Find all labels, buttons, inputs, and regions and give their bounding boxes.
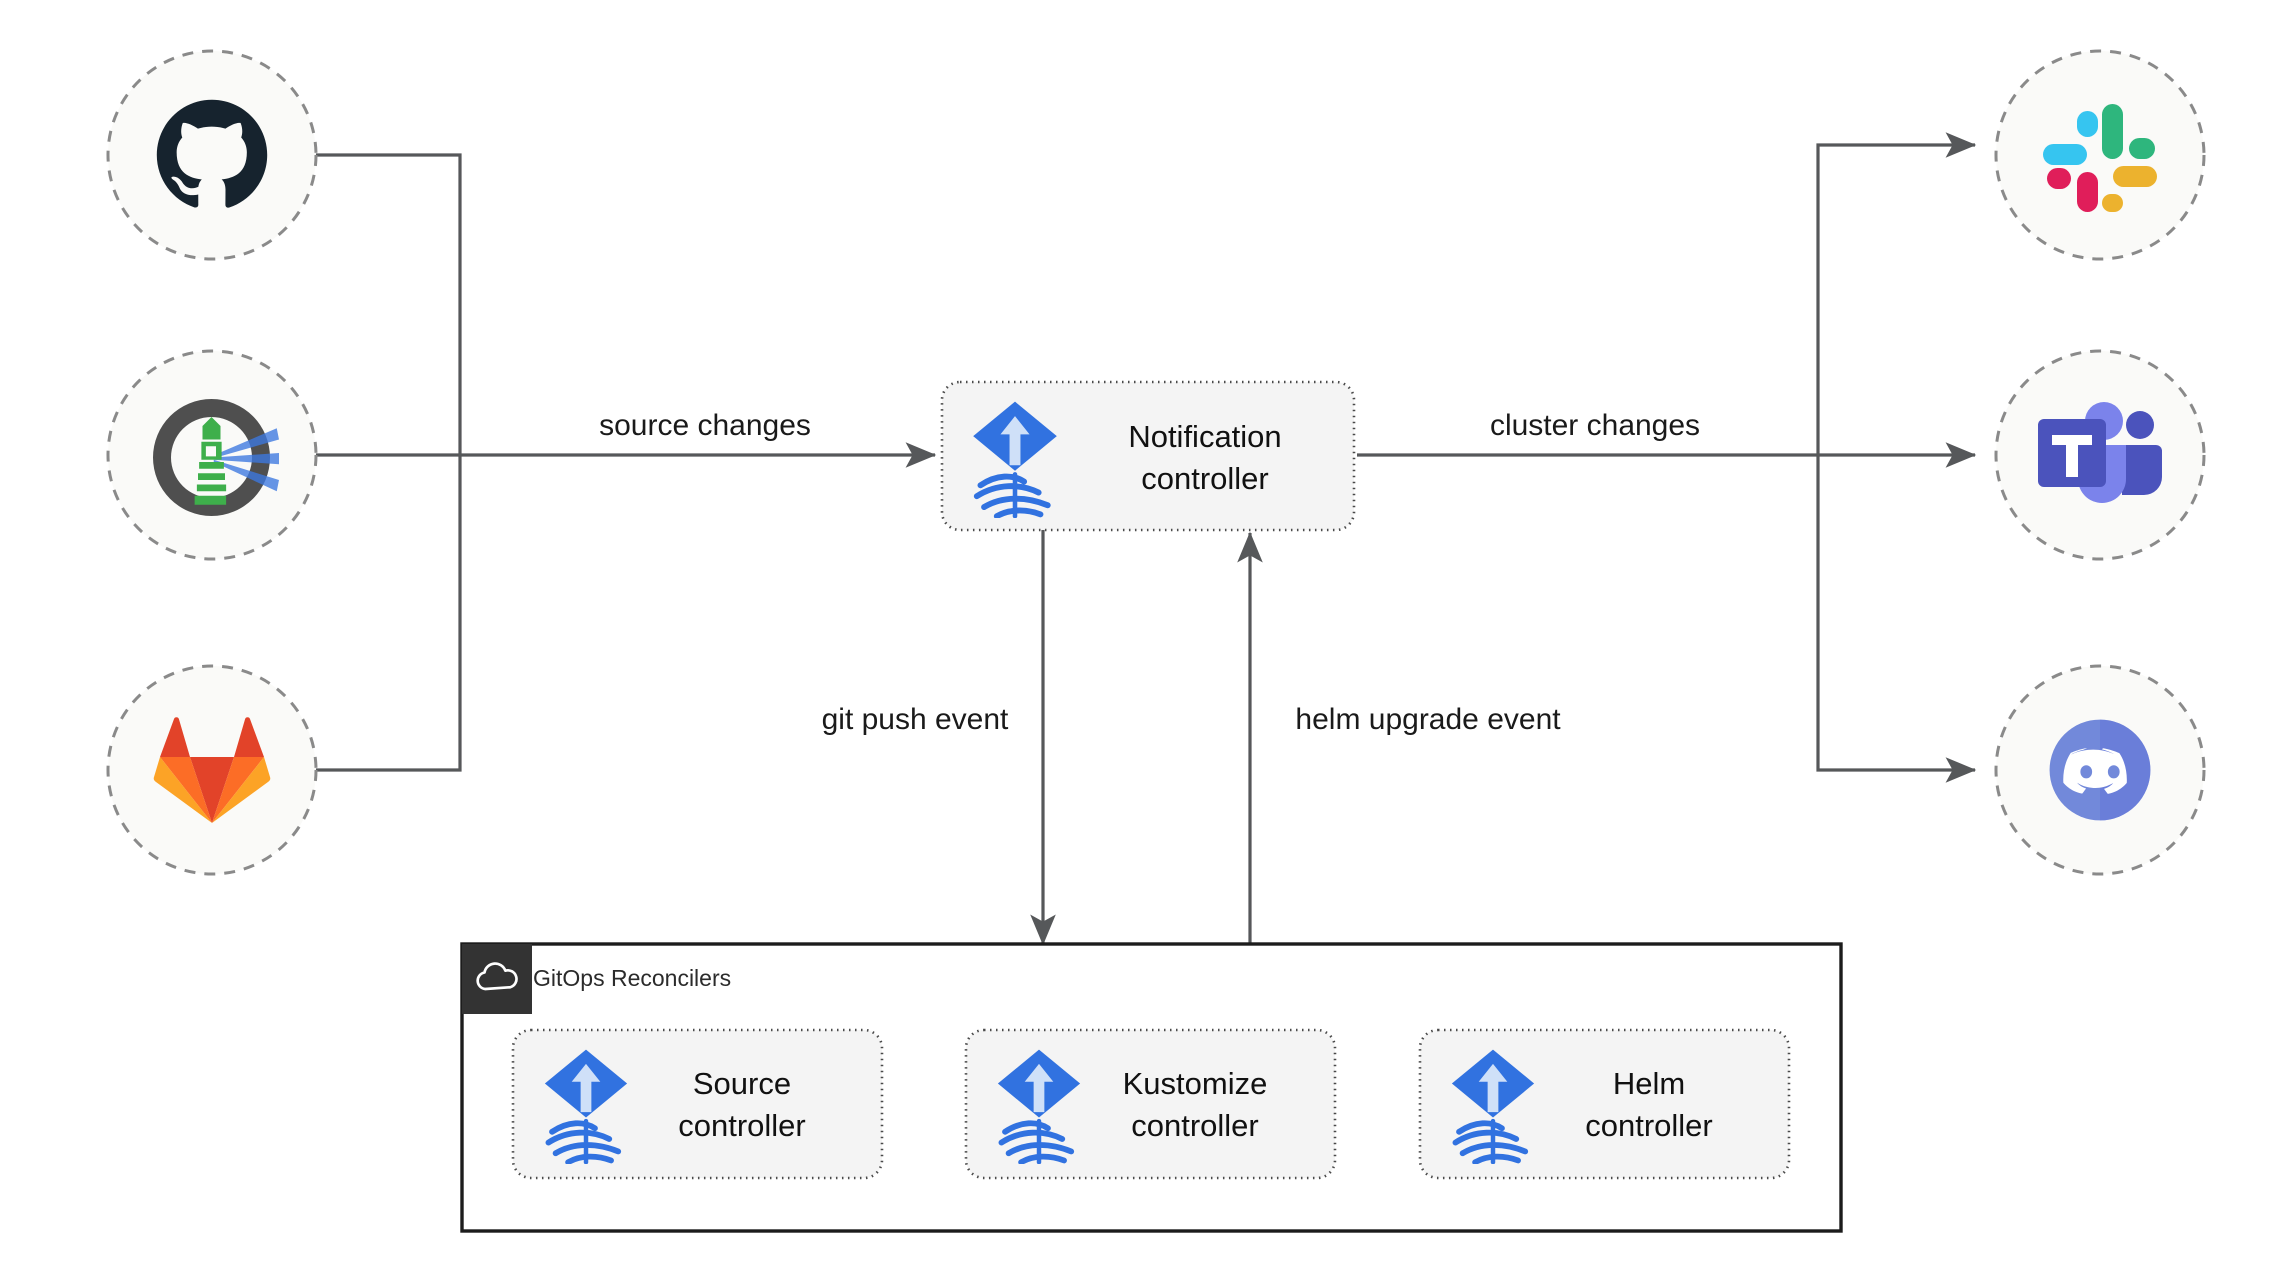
gitops-reconcilers-tab [462, 944, 532, 1014]
notification-controller-node[interactable]: Notification controller [940, 380, 1356, 532]
source-nodes [106, 49, 318, 876]
edge-label-cluster-changes: cluster changes [1490, 409, 1700, 442]
destination-node-teams[interactable] [1994, 349, 2206, 561]
edge-label-git-push-event: git push event [822, 703, 1009, 736]
github-circle [106, 49, 318, 261]
edge-gitlab-to-bus [313, 455, 462, 772]
source-controller-label-line1: Source [693, 1066, 791, 1101]
edge-labels-layer: source changes cluster changes git push … [599, 409, 1700, 736]
source-controller-node[interactable]: Source controller [511, 1028, 884, 1180]
source-controller-label-line2: controller [678, 1108, 806, 1143]
destination-node-discord[interactable] [1994, 664, 2206, 876]
kustomize-controller-label-line2: controller [1131, 1108, 1259, 1143]
kustomize-controller-label-line1: Kustomize [1123, 1066, 1268, 1101]
source-node-flux[interactable] [106, 349, 318, 561]
helm-controller-node[interactable]: Helm controller [1418, 1028, 1791, 1180]
edge-bus-to-discord [1816, 455, 1977, 783]
slack-circle [1994, 49, 2206, 261]
discord-icon [2049, 719, 2151, 821]
notification-controller-label-line1: Notification [1128, 419, 1281, 454]
notification-controller-label-line2: controller [1141, 461, 1269, 496]
notification-controller-box [940, 380, 1356, 532]
edge-label-source-changes: source changes [599, 409, 811, 442]
kustomize-controller-box [964, 1028, 1337, 1180]
edge-bus-to-slack [1816, 132, 1977, 455]
gitops-reconcilers-title: GitOps Reconcilers [533, 965, 731, 991]
kustomize-controller-node[interactable]: Kustomize controller [964, 1028, 1337, 1180]
helm-controller-box [1418, 1028, 1791, 1180]
destination-node-slack[interactable] [1994, 49, 2206, 261]
source-controller-box [511, 1028, 884, 1180]
helm-controller-label-line2: controller [1585, 1108, 1713, 1143]
source-node-gitlab[interactable] [106, 664, 318, 876]
gitops-reconcilers-group: GitOps Reconcilers Source controller Kus… [460, 942, 1843, 1233]
edge-github-to-bus [313, 153, 462, 455]
source-node-github[interactable] [106, 49, 318, 261]
helm-controller-label-line1: Helm [1613, 1066, 1685, 1101]
edge-label-helm-upgrade-event: helm upgrade event [1295, 703, 1561, 736]
destination-nodes [1994, 49, 2206, 876]
